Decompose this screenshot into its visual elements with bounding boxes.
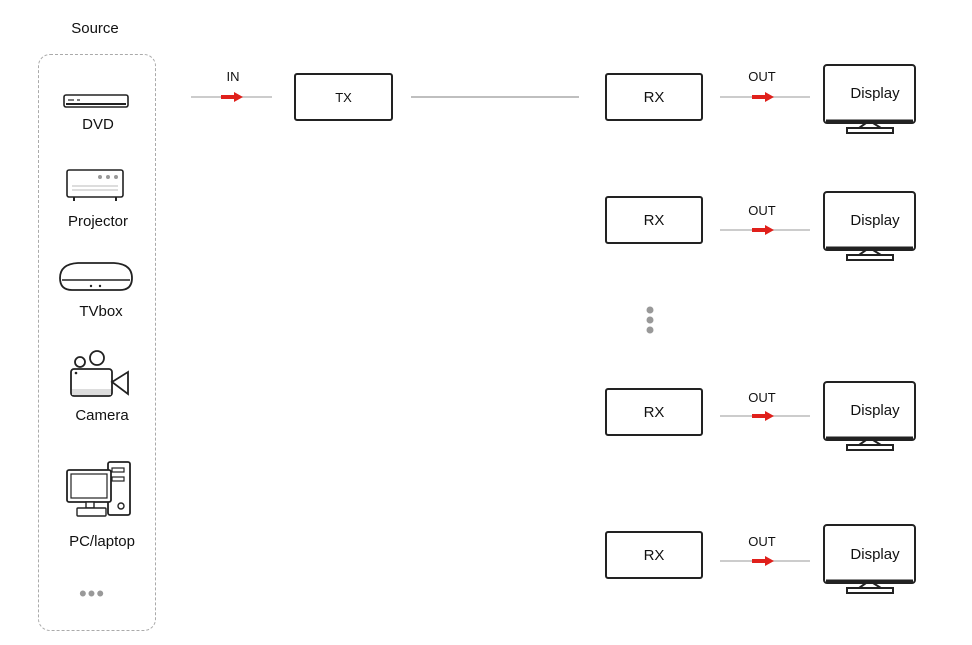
vertical-ellipsis-icon xyxy=(646,306,654,334)
source-label-tvbox: TVbox xyxy=(79,303,123,320)
output-line-2 xyxy=(720,225,810,235)
transmitter-box: TX xyxy=(294,73,393,121)
source-label-camera: Camera xyxy=(75,407,129,424)
output-line-1 xyxy=(720,92,810,102)
output-label: OUT xyxy=(748,390,776,405)
projector-icon xyxy=(66,169,124,201)
source-label-dvd: DVD xyxy=(82,116,114,133)
display-monitor-icon xyxy=(823,524,916,594)
output-label: OUT xyxy=(748,534,776,549)
display-monitor-icon xyxy=(823,64,916,134)
receiver-box: RX xyxy=(605,531,703,579)
display-label: Display xyxy=(850,546,900,563)
output-label: OUT xyxy=(748,203,776,218)
input-label: IN xyxy=(226,69,240,84)
tv-box-icon xyxy=(59,262,133,291)
receiver-label: RX xyxy=(643,546,665,564)
receiver-box: RX xyxy=(605,196,703,244)
receiver-label: RX xyxy=(643,211,665,229)
receiver-box: RX xyxy=(605,388,703,436)
source-label-projector: Projector xyxy=(67,213,129,230)
output-label: OUT xyxy=(748,69,776,84)
display-monitor-icon xyxy=(823,191,916,261)
desktop-computer-icon xyxy=(66,461,131,517)
source-title: Source xyxy=(71,20,119,37)
input-arrow-icon xyxy=(221,92,243,102)
video-camera-icon xyxy=(70,350,129,397)
receiver-label: RX xyxy=(643,88,665,106)
display-label: Display xyxy=(850,402,900,419)
source-label-pc-laptop: PC/laptop xyxy=(69,533,135,550)
receiver-label: RX xyxy=(643,403,665,421)
transmitter-label: TX xyxy=(335,89,352,105)
output-line-4 xyxy=(720,556,810,566)
source-panel xyxy=(38,54,156,631)
more-sources-ellipsis: ••• xyxy=(78,581,106,606)
display-monitor-icon xyxy=(823,381,916,451)
display-label: Display xyxy=(850,85,900,102)
display-label: Display xyxy=(850,212,900,229)
receiver-box: RX xyxy=(605,73,703,121)
output-line-3 xyxy=(720,411,810,421)
dvd-player-icon xyxy=(63,94,129,108)
